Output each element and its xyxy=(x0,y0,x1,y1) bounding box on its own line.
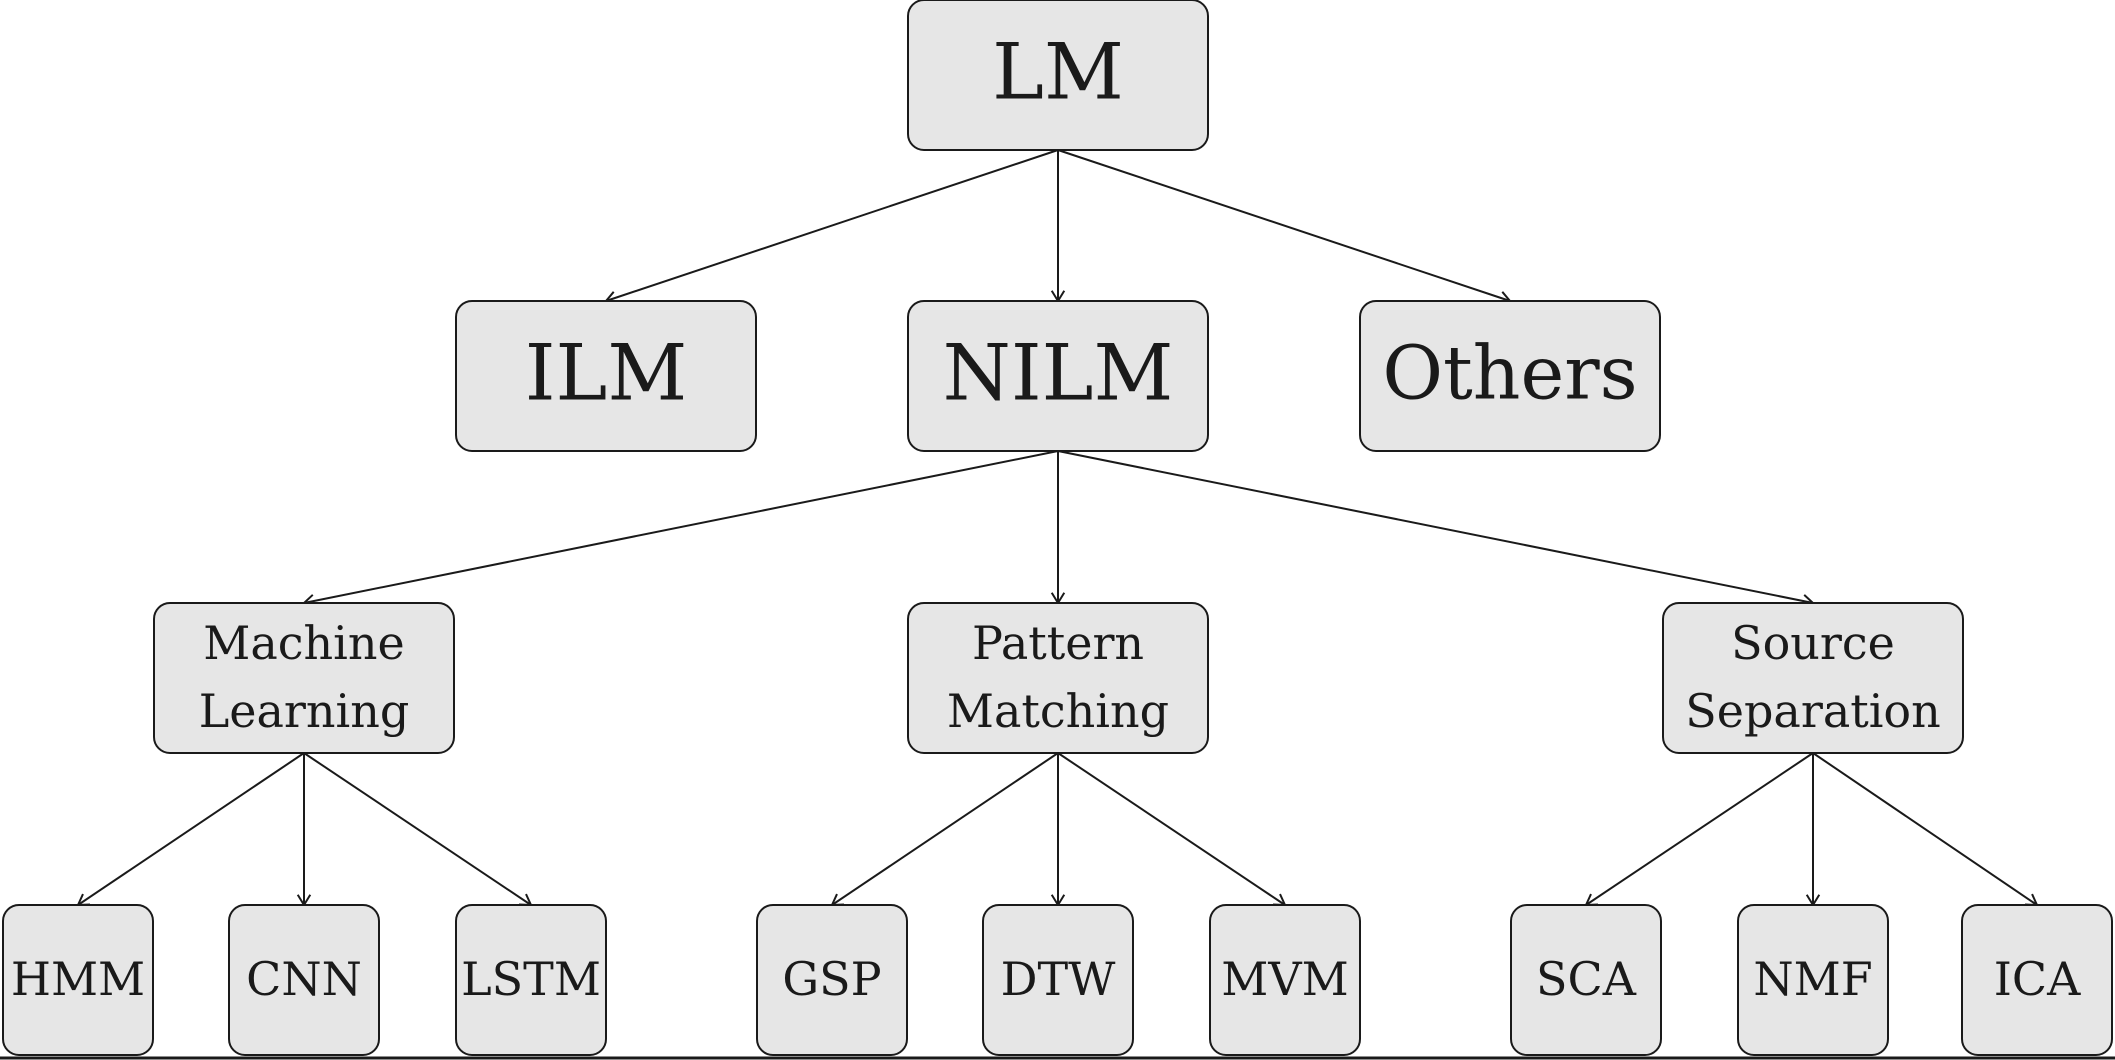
node-box xyxy=(1209,904,1361,1056)
node-label: LM xyxy=(992,28,1124,118)
node-box xyxy=(455,300,757,452)
node-box xyxy=(1737,904,1889,1056)
node-box xyxy=(228,904,380,1056)
edge-line xyxy=(1585,752,1814,906)
arrowhead-icon xyxy=(2024,893,2039,907)
edge-ml-to-hmm xyxy=(76,752,305,907)
node-hmm: HMM xyxy=(2,904,154,1056)
node-box xyxy=(2,904,154,1056)
arrowhead-icon xyxy=(76,893,91,907)
node-box xyxy=(907,602,1209,754)
node-box xyxy=(1510,904,1662,1056)
edge-line xyxy=(303,752,532,906)
node-label: Others xyxy=(1382,330,1637,416)
node-label: NILM xyxy=(943,329,1174,419)
edge-lm-to-nilm xyxy=(1050,150,1066,303)
edge-line xyxy=(1812,752,2038,906)
edge-nilm-to-pm xyxy=(1050,451,1066,605)
node-lstm: LSTM xyxy=(455,904,607,1056)
edges-layer xyxy=(76,149,2039,907)
node-box xyxy=(907,0,1209,151)
edge-pm-to-mvm xyxy=(1057,752,1287,907)
edge-line xyxy=(605,149,1059,302)
node-label: Pattern xyxy=(972,616,1144,670)
node-label: DTW xyxy=(1001,952,1117,1006)
node-label: LSTM xyxy=(461,952,601,1006)
node-box xyxy=(756,904,908,1056)
edge-ss-to-sca xyxy=(1584,752,1814,907)
node-label: CNN xyxy=(246,952,362,1006)
edge-pm-to-dtw xyxy=(1050,753,1066,907)
node-ica: ICA xyxy=(1961,904,2113,1056)
edge-line xyxy=(1057,752,1286,906)
node-label: HMM xyxy=(11,952,145,1006)
edge-ml-to-cnn xyxy=(296,753,312,907)
edge-line xyxy=(1057,450,1814,604)
node-mvm: MVM xyxy=(1209,904,1361,1056)
edge-nilm-to-ss xyxy=(1057,450,1815,609)
node-label: ILM xyxy=(525,329,687,419)
edge-line xyxy=(77,752,305,906)
node-box xyxy=(455,904,607,1056)
arrowhead-icon xyxy=(1584,893,1599,907)
node-gsp: GSP xyxy=(756,904,908,1056)
node-box xyxy=(1961,904,2113,1056)
node-lm: LM xyxy=(907,0,1209,151)
node-label: SCA xyxy=(1536,952,1637,1006)
node-label: ICA xyxy=(1994,952,2081,1006)
node-ilm: ILM xyxy=(455,300,757,452)
node-label: Separation xyxy=(1685,684,1941,738)
arrowhead-icon xyxy=(830,893,845,907)
edge-line xyxy=(303,450,1059,604)
edge-ml-to-lstm xyxy=(303,752,533,907)
edge-line xyxy=(1057,149,1511,302)
node-box xyxy=(153,602,455,754)
node-label: GSP xyxy=(782,952,881,1006)
node-box xyxy=(907,300,1209,452)
node-sca: SCA xyxy=(1510,904,1662,1056)
node-label: NMF xyxy=(1753,952,1872,1006)
node-box xyxy=(982,904,1134,1056)
arrowhead-icon xyxy=(518,893,533,907)
edge-pm-to-gsp xyxy=(830,752,1059,907)
node-label: Source xyxy=(1731,616,1895,670)
node-others: Others xyxy=(1359,300,1661,452)
node-box xyxy=(1359,300,1661,452)
edge-ss-to-ica xyxy=(1812,752,2039,907)
arrowhead-icon xyxy=(1272,893,1287,907)
node-nmf: NMF xyxy=(1737,904,1889,1056)
node-nilm: NILM xyxy=(907,300,1209,452)
node-label: Learning xyxy=(199,684,410,738)
node-label: MVM xyxy=(1221,952,1348,1006)
edge-lm-to-ilm xyxy=(604,149,1059,305)
node-cnn: CNN xyxy=(228,904,380,1056)
edge-line xyxy=(831,752,1059,906)
edge-nilm-to-ml xyxy=(302,450,1059,609)
node-label: Machine xyxy=(203,616,404,670)
edge-ss-to-nmf xyxy=(1805,753,1821,907)
node-box xyxy=(1662,602,1964,754)
node-label: Matching xyxy=(947,684,1169,738)
edge-lm-to-others xyxy=(1057,149,1512,305)
node-dtw: DTW xyxy=(982,904,1134,1056)
